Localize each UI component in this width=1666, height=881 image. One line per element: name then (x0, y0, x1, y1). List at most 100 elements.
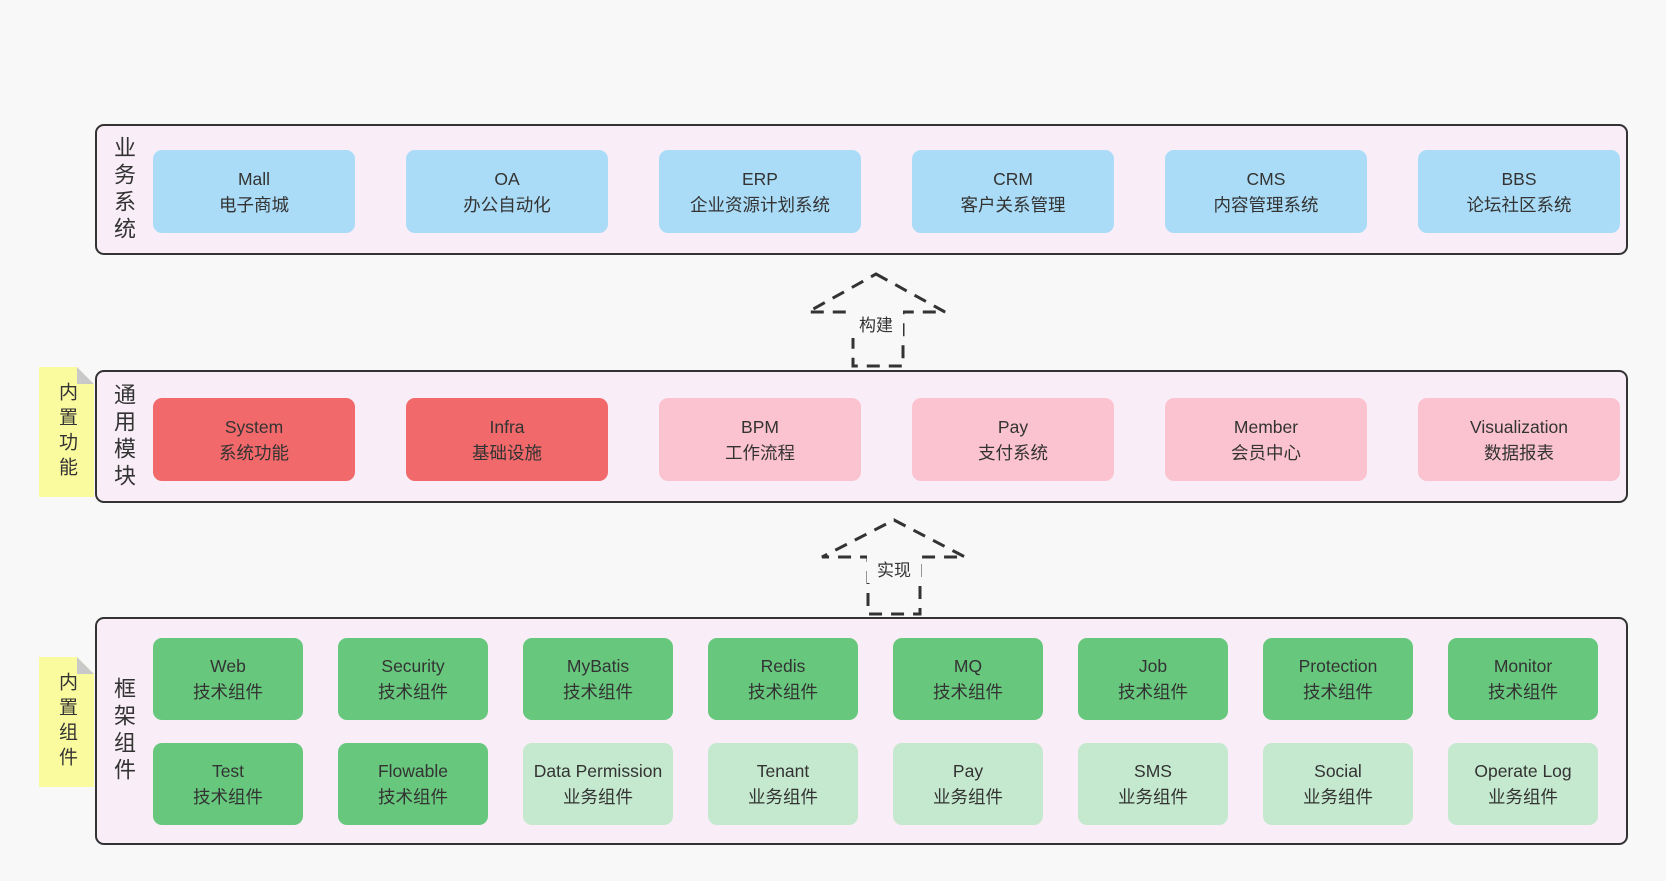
arrow-label-backdrop (849, 310, 903, 338)
component-row-1: Web 技术组件 Security 技术组件 MyBatis 技术组件 Redi… (153, 638, 1598, 720)
node-mall: Mall 电子商城 (153, 150, 355, 233)
node-security: Security 技术组件 (338, 638, 488, 720)
node-bbs: BBS 论坛社区系统 (1418, 150, 1620, 233)
section-business-systems-label: 业务系统 (111, 135, 136, 244)
card-title: Monitor (1493, 656, 1553, 676)
sticky-built-in-features-label: 内置功能 (56, 382, 77, 482)
sticky-built-in-components-label: 内置组件 (56, 672, 77, 772)
card-title: Job (1138, 656, 1168, 676)
implement-arrow-icon: 实现 (821, 518, 966, 616)
card-subtitle: 技术组件 (1488, 682, 1558, 702)
business-cards-row: Mall 电子商城 OA 办公自动化 ERP 企业资源计划系统 CRM 客户关系… (153, 150, 1620, 233)
folded-corner-icon (77, 657, 94, 674)
card-subtitle: 会员中心 (1231, 442, 1301, 463)
card-subtitle: 支付系统 (978, 442, 1048, 463)
node-tenant: Tenant 业务组件 (708, 743, 858, 825)
up-arrow-outline (802, 272, 946, 368)
card-title: Protection (1298, 656, 1378, 676)
card-subtitle: 技术组件 (193, 682, 263, 702)
node-oa: OA 办公自动化 (406, 150, 608, 233)
node-data-permission: Data Permission 业务组件 (523, 743, 673, 825)
card-title: CMS (1246, 168, 1286, 189)
node-job: Job 技术组件 (1078, 638, 1228, 720)
section-label-wrap: 业务系统 (105, 126, 141, 253)
node-flowable: Flowable 技术组件 (338, 743, 488, 825)
node-test: Test 技术组件 (153, 743, 303, 825)
node-pay-biz: Pay 业务组件 (893, 743, 1043, 825)
section-framework-components: 框架组件 Web 技术组件 Security 技术组件 MyBatis 技术组件… (95, 617, 1628, 845)
card-subtitle: 工作流程 (725, 442, 795, 463)
node-pay: Pay 支付系统 (912, 398, 1114, 481)
build-arrow-label: 构建 (859, 316, 893, 335)
card-subtitle: 业务组件 (1303, 787, 1373, 807)
section-common-modules: 通用模块 System 系统功能 Infra 基础设施 BPM 工作流程 Pay… (95, 370, 1628, 503)
card-title: MQ (953, 656, 983, 676)
card-title: BPM (741, 416, 779, 437)
node-social: Social 业务组件 (1263, 743, 1413, 825)
card-subtitle: 技术组件 (378, 682, 448, 702)
node-mybatis: MyBatis 技术组件 (523, 638, 673, 720)
card-title: Infra (489, 416, 525, 437)
card-title: Pay (952, 761, 984, 781)
card-title: Flowable (377, 761, 449, 781)
card-title: Security (381, 656, 445, 676)
node-redis: Redis 技术组件 (708, 638, 858, 720)
card-subtitle: 业务组件 (933, 787, 1003, 807)
card-subtitle: 技术组件 (933, 682, 1003, 702)
component-row-2: Test 技术组件 Flowable 技术组件 Data Permission … (153, 743, 1598, 825)
card-title: Mall (237, 168, 271, 189)
card-title: Web (210, 656, 246, 676)
node-monitor: Monitor 技术组件 (1448, 638, 1598, 720)
card-title: Data Permission (533, 761, 663, 781)
card-subtitle: 企业资源计划系统 (690, 194, 830, 215)
card-title: Member (1233, 416, 1299, 437)
section-business-systems: 业务系统 Mall 电子商城 OA 办公自动化 ERP 企业资源计划系统 CRM… (95, 124, 1628, 255)
card-title: Pay (997, 416, 1029, 437)
card-title: Operate Log (1474, 761, 1572, 781)
card-subtitle: 业务组件 (563, 787, 633, 807)
card-subtitle: 技术组件 (563, 682, 633, 702)
node-bpm: BPM 工作流程 (659, 398, 861, 481)
node-crm: CRM 客户关系管理 (912, 150, 1114, 233)
card-title: BBS (1501, 168, 1537, 189)
arrow-label-backdrop (867, 555, 921, 583)
card-subtitle: 办公自动化 (463, 194, 551, 215)
node-member: Member 会员中心 (1165, 398, 1367, 481)
card-subtitle: 内容管理系统 (1213, 194, 1319, 215)
card-subtitle: 系统功能 (219, 442, 289, 463)
card-subtitle: 业务组件 (748, 787, 818, 807)
implement-arrow-label: 实现 (877, 561, 911, 580)
sticky-built-in-components: 内置组件 (39, 657, 94, 787)
card-subtitle: 论坛社区系统 (1466, 194, 1572, 215)
card-subtitle: 客户关系管理 (960, 194, 1066, 215)
node-mq: MQ 技术组件 (893, 638, 1043, 720)
card-title: OA (494, 168, 520, 189)
node-sms: SMS 业务组件 (1078, 743, 1228, 825)
section-label-wrap: 通用模块 (105, 372, 141, 501)
card-subtitle: 业务组件 (1118, 787, 1188, 807)
card-title: SMS (1134, 761, 1172, 781)
card-title: MyBatis (566, 656, 630, 676)
card-subtitle: 技术组件 (193, 787, 263, 807)
module-cards-row: System 系统功能 Infra 基础设施 BPM 工作流程 Pay 支付系统… (153, 398, 1620, 481)
node-protection: Protection 技术组件 (1263, 638, 1413, 720)
node-cms: CMS 内容管理系统 (1165, 150, 1367, 233)
card-title: ERP (742, 168, 778, 189)
folded-corner-icon (77, 367, 94, 384)
component-rows: Web 技术组件 Security 技术组件 MyBatis 技术组件 Redi… (153, 638, 1598, 825)
card-subtitle: 技术组件 (378, 787, 448, 807)
card-subtitle: 数据报表 (1484, 442, 1554, 463)
card-subtitle: 业务组件 (1488, 787, 1558, 807)
card-title: CRM (993, 168, 1033, 189)
card-subtitle: 技术组件 (1303, 682, 1373, 702)
section-common-modules-label: 通用模块 (111, 382, 136, 491)
card-subtitle: 技术组件 (748, 682, 818, 702)
card-subtitle: 电子商城 (219, 194, 289, 215)
node-visualization: Visualization 数据报表 (1418, 398, 1620, 481)
section-label-wrap: 框架组件 (105, 619, 141, 843)
node-system: System 系统功能 (153, 398, 355, 481)
build-arrow-icon: 构建 (802, 272, 946, 368)
node-erp: ERP 企业资源计划系统 (659, 150, 861, 233)
card-title: Redis (760, 656, 806, 676)
